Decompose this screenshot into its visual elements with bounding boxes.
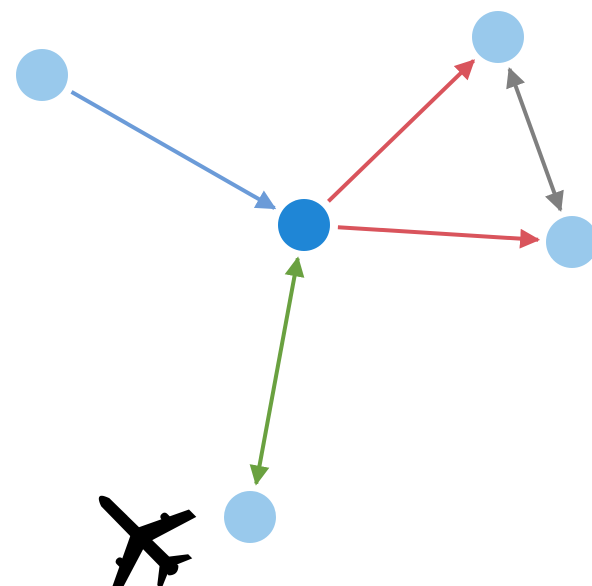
edge-top-right-to-right <box>506 67 564 212</box>
node-right <box>546 216 592 268</box>
edge-hub-to-right <box>337 225 541 249</box>
airplane-icon <box>98 495 197 586</box>
edges-layer <box>70 59 564 486</box>
edge-hub-to-top-right <box>327 59 476 203</box>
edge-hub-to-bottom <box>249 256 305 486</box>
edge-left-to-hub <box>70 90 277 210</box>
node-bottom <box>224 491 276 543</box>
node-top-right <box>472 11 524 63</box>
nodes-layer <box>16 11 592 543</box>
node-hub <box>278 199 330 251</box>
node-left <box>16 49 68 101</box>
